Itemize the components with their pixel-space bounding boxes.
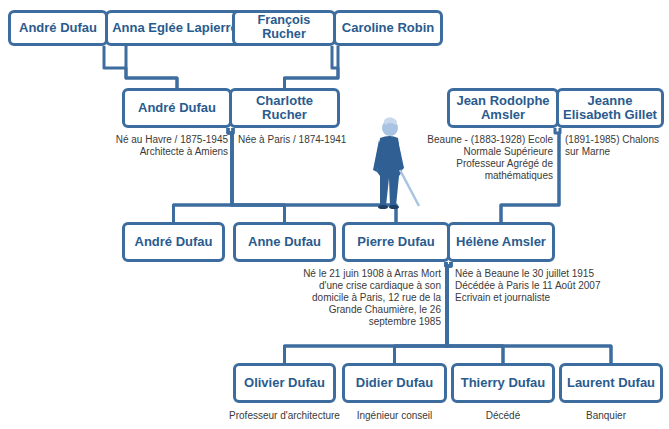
person-box: Anne Dufau [233,222,336,262]
person-name: Caroline Robin [339,21,437,35]
person-box: André DufauNé au Havre / 1875-1945 Archi… [122,88,232,128]
person-name: Olivier Dufau [241,376,328,390]
person-caption: Ingénieur conseil [330,410,459,422]
person-name: André Dufau [135,101,219,115]
person-name: Anna Eglée Lapierre [109,21,241,35]
family-link [285,262,448,363]
family-link [285,262,452,363]
person-caption: Professeur d'architecture [218,410,351,422]
person-name: Thierry Dufau [458,376,549,390]
person-box: Anna Eglée Lapierre [105,10,245,46]
person-name: Charlotte Rucher [232,94,337,123]
person-caption: (1891-1985) Chalons sur Marne [565,134,663,158]
family-link [285,46,339,88]
person-caption: Né au Havre / 1875-1945 Architecte à Ami… [106,134,228,158]
person-box: Thierry DufauDécédé [451,363,555,403]
family-link [126,46,177,88]
person-box: Didier DufauIngénieur conseil [342,363,447,403]
family-link [285,46,339,88]
person-name: Laurent Dufau [564,376,658,390]
person-caption: Né le 21 juin 1908 à Arras Mort d'une cr… [288,268,441,328]
family-link [232,128,396,222]
person-name: Jean Rodolphe Amsler [450,94,556,123]
person-box: Charlotte RucherNée à Paris / 1874-1941 [229,88,340,128]
person-box: André Dufau [122,222,225,262]
person-box: Caroline Robin [333,10,443,46]
person-name: Hélène Amsler [453,235,549,249]
person-box: Jeanne Elisabeth Gillet(1891-1985) Chalo… [556,88,664,128]
person-name: André Dufau [16,21,100,35]
family-link [104,46,177,88]
person-caption: Née à Beaune le 30 juillet 1915 Décédée … [455,268,627,304]
person-name: André Dufau [132,235,216,249]
person-name: François Rucher [235,14,333,42]
person-box: Pierre DufauNé le 21 juin 1908 à Arras M… [342,222,450,262]
person-box: François Rucher [232,10,336,46]
man-figure [373,117,419,209]
person-caption: Décédé [441,410,565,422]
person-box: Olivier DufauProfesseur d'architecture [233,363,336,403]
person-name: Didier Dufau [353,376,436,390]
person-box: Hélène AmslerNée à Beaune le 30 juillet … [447,222,555,262]
family-link [228,128,396,222]
person-name: Pierre Dufau [354,235,437,249]
person-box: André Dufau [8,10,108,46]
person-name: Jeanne Elisabeth Gillet [559,94,661,123]
person-caption: Banquier [549,410,663,422]
person-box: Jean Rodolphe AmslerBeaune - (1883-1928)… [447,88,559,128]
person-box: Laurent DufauBanquier [559,363,663,403]
person-caption: Beaune - (1883-1928) Ecole Normale Supér… [414,134,553,182]
person-name: Anne Dufau [245,235,324,249]
person-caption: Née à Paris / 1874-1941 [238,134,358,146]
